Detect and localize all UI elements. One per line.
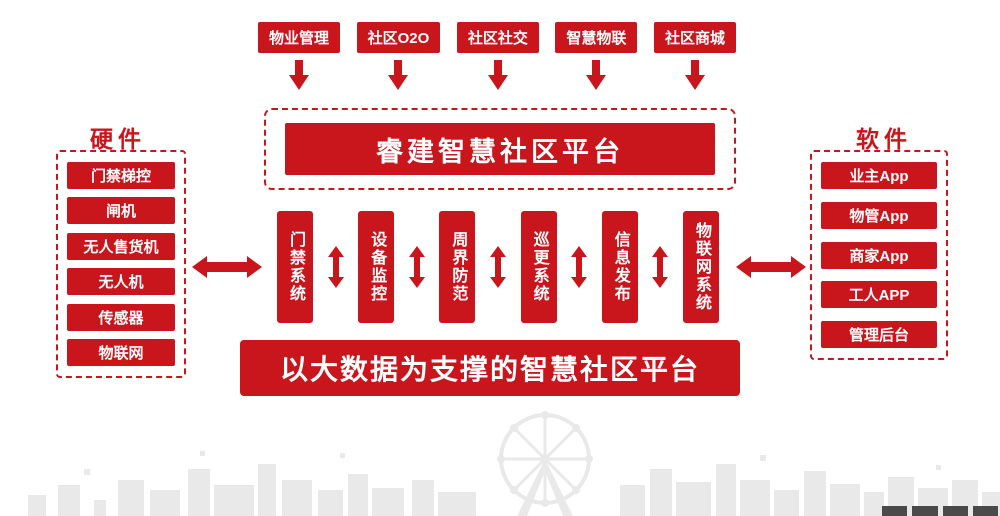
module-box: 智慧物联 — [555, 22, 638, 53]
hardware-item: 门禁梯控 — [67, 162, 175, 189]
hardware-item: 无人售货机 — [67, 232, 175, 260]
system-label: 物联网系统 — [692, 222, 710, 312]
software-item: 工人APP — [821, 281, 937, 309]
system-label: 信息发布 — [611, 231, 629, 303]
down-arrow-icon — [289, 60, 309, 90]
cropped-watermark — [882, 506, 998, 516]
down-arrow-icon — [586, 60, 607, 90]
module-box: 社区商城 — [653, 22, 736, 53]
module-box: 物业管理 — [258, 22, 341, 53]
bigdata-platform-banner: 以大数据为支撑的智慧社区平台 — [240, 340, 740, 396]
top-module-community-social: 社区社交 — [456, 22, 539, 90]
module-box: 社区社交 — [456, 22, 539, 53]
system-box-device-monitoring: 设备监控 — [358, 211, 395, 323]
software-item: 商家App — [821, 241, 937, 269]
hardware-panel: 门禁梯控 闸机 无人售货机 无人机 传感器 物联网 — [56, 150, 186, 378]
top-module-smart-iot: 智慧物联 — [555, 22, 638, 90]
system-box-iot-system: 物联网系统 — [682, 211, 719, 323]
platform-dashed-frame: 睿建智慧社区平台 — [264, 108, 736, 190]
system-box-access-control: 门禁系统 — [277, 211, 313, 323]
software-item: 业主App — [821, 162, 937, 189]
system-label: 门禁系统 — [287, 231, 304, 303]
systems-row: 门禁系统 设备监控 周界防范 巡更系统 信息发布 物联网系统 — [277, 210, 719, 324]
system-box-patrol: 巡更系统 — [520, 211, 557, 323]
system-label: 设备监控 — [368, 231, 386, 303]
top-module-community-mall: 社区商城 — [653, 22, 736, 90]
city-skyline — [28, 411, 1000, 516]
system-box-info-publishing: 信息发布 — [601, 211, 638, 323]
top-module-property-management: 物业管理 — [258, 22, 341, 90]
hardware-item: 传感器 — [67, 303, 175, 331]
top-modules-row: 物业管理 社区O2O 社区社交 智慧物联 社区商城 — [258, 22, 736, 90]
down-arrow-icon — [388, 60, 409, 90]
vertical-double-arrow-icon — [408, 246, 425, 288]
horizontal-double-arrow-icon — [192, 256, 262, 278]
platform-title: 睿建智慧社区平台 — [285, 123, 715, 175]
hardware-item: 物联网 — [67, 338, 175, 366]
vertical-double-arrow-icon — [327, 246, 344, 288]
system-box-perimeter-defense: 周界防范 — [439, 211, 476, 323]
software-item: 管理后台 — [821, 321, 937, 348]
vertical-double-arrow-icon — [571, 246, 588, 288]
system-label: 巡更系统 — [530, 231, 548, 303]
software-panel: 业主App 物管App 商家App 工人APP 管理后台 — [810, 150, 948, 360]
software-item: 物管App — [821, 201, 937, 229]
software-title: 软件 — [856, 126, 912, 152]
top-module-community-o2o: 社区O2O — [356, 22, 441, 90]
vertical-double-arrow-icon — [652, 246, 669, 288]
down-arrow-icon — [487, 60, 508, 90]
hardware-title: 硬件 — [90, 126, 146, 152]
module-box: 社区O2O — [356, 22, 441, 53]
hardware-item: 闸机 — [67, 197, 175, 225]
vertical-double-arrow-icon — [489, 246, 506, 288]
horizontal-double-arrow-icon — [736, 256, 806, 278]
hardware-item: 无人机 — [67, 268, 175, 296]
down-arrow-icon — [684, 60, 705, 90]
system-label: 周界防范 — [449, 231, 467, 303]
